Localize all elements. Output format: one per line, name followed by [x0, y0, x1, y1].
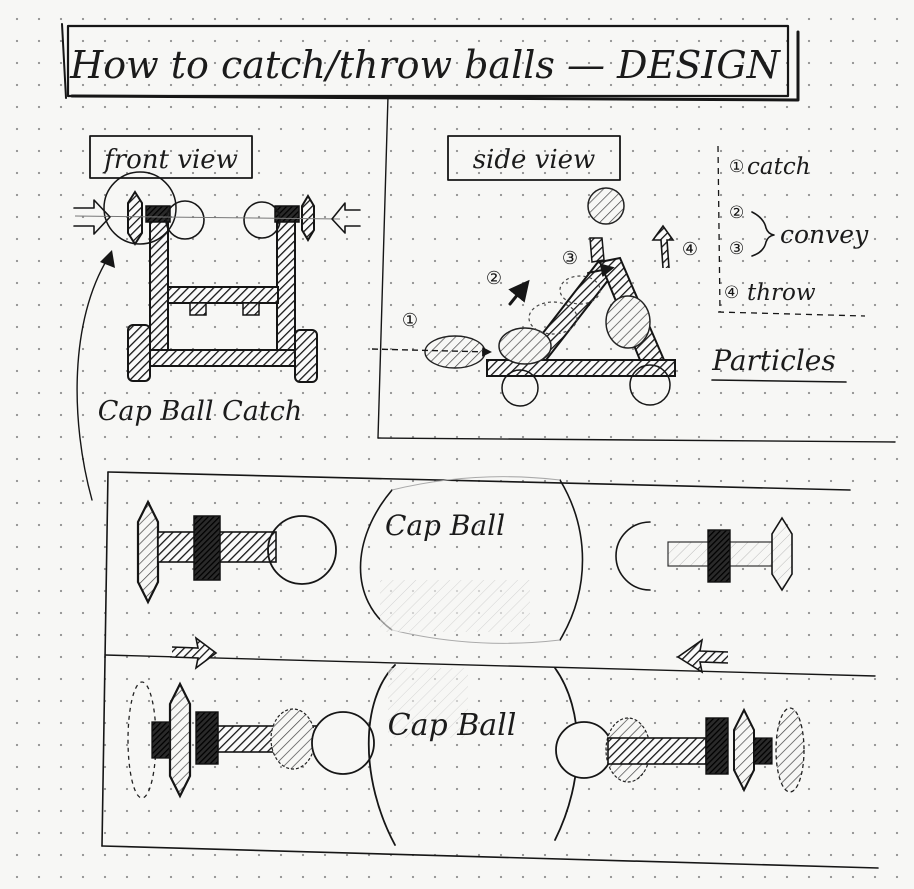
push-arrow-right: [331, 202, 361, 234]
detail-arrow-right: [676, 638, 729, 674]
step-arrow-2: [508, 279, 530, 306]
step-marker-1: ①: [402, 310, 418, 331]
catcher-left: [103, 171, 205, 246]
side-view-frame: [377, 95, 896, 443]
side-view-panel: side view ① ② ③ ④: [371, 95, 896, 443]
front-view-label-box: front view: [89, 135, 253, 179]
push-arrow-left: [73, 199, 111, 235]
lower-catcher-left: [127, 681, 375, 799]
legend-item-catch: ① catch: [729, 154, 811, 180]
lower-cap-ball-label: Cap Ball: [388, 708, 517, 743]
detail-frame: [101, 471, 879, 869]
upper-cap-ball: Cap Ball: [359, 476, 584, 644]
upper-catcher-right: [615, 516, 793, 592]
step-marker-2: ②: [486, 268, 502, 289]
robot-side: [371, 187, 676, 407]
front-view-caption: Cap Ball Catch: [98, 396, 303, 427]
convey-brace: [751, 211, 775, 257]
title-box: How to catch/throw balls — DESIGN: [61, 23, 800, 102]
legend-marker-3: ③: [729, 239, 744, 259]
legend: ① catch ② ③ convey ④ throw Particles: [711, 145, 869, 383]
step-marker-4: ④: [682, 239, 698, 260]
legend-marker-4: ④: [724, 283, 739, 303]
wheel-left: [127, 324, 151, 382]
lower-cap-ball: Cap Ball: [367, 664, 579, 846]
front-view-label: front view: [102, 145, 238, 175]
side-view-label-box: side view: [447, 135, 621, 181]
front-view-panel: front view: [73, 135, 361, 501]
catcher-right: [243, 194, 315, 242]
legend-text-throw: throw: [747, 280, 816, 306]
step-marker-3: ③: [562, 248, 578, 269]
page-title: How to catch/throw balls — DESIGN: [69, 43, 782, 87]
lower-catcher-right: [555, 707, 805, 793]
side-view-label: side view: [473, 145, 596, 175]
particles-label-group: Particles: [711, 344, 847, 383]
detail-arrow-left: [171, 636, 218, 670]
step-arrow-3: [587, 263, 615, 278]
legend-marker-2: ②: [729, 203, 744, 223]
particles-label: Particles: [711, 344, 835, 377]
legend-text-catch: catch: [747, 154, 811, 180]
upper-catcher-left: [136, 499, 337, 605]
pivot-arrow: [76, 250, 115, 501]
step-arrow-4: [651, 224, 675, 269]
upper-cap-ball-label: Cap Ball: [385, 509, 505, 542]
wheel-right: [294, 329, 318, 383]
legend-marker-1: ①: [729, 157, 744, 177]
legend-text-convey: convey: [780, 220, 869, 249]
detail-panel: Cap Ball Cap Ball: [101, 471, 879, 869]
legend-item-throw: ④ throw: [724, 280, 816, 306]
